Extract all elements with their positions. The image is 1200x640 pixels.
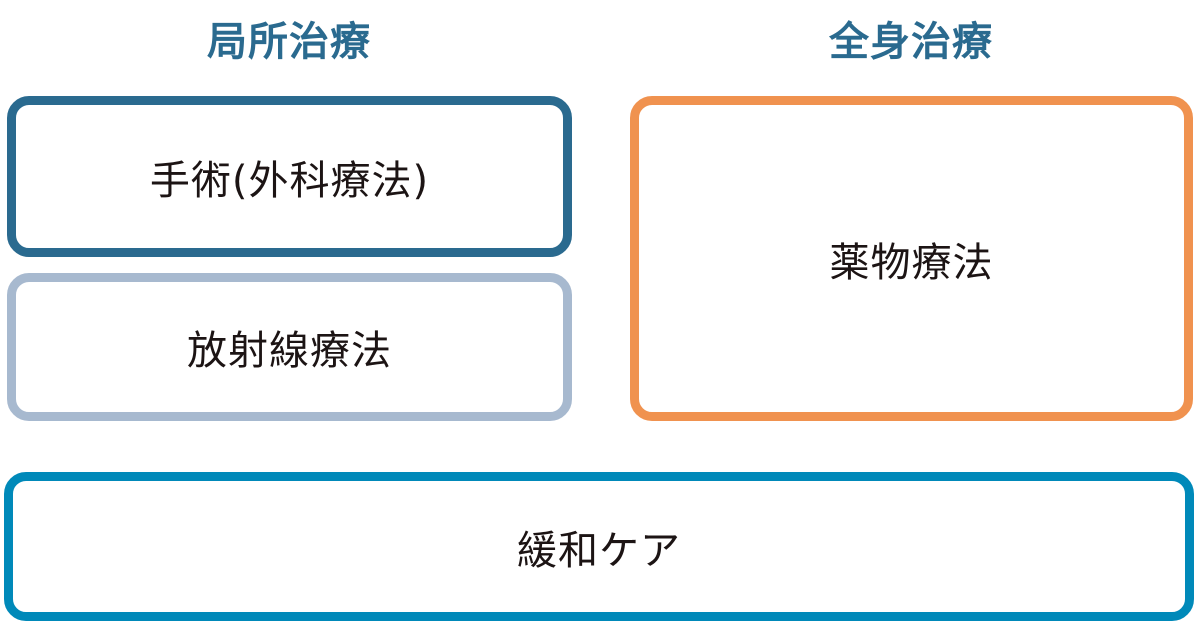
surgery-label: 手術(外科療法) [149, 157, 430, 204]
drug-therapy-label: 薬物療法 [829, 239, 994, 286]
drug-therapy-box: 薬物療法 [630, 96, 1193, 421]
radiation-therapy-label: 放射線療法 [187, 328, 392, 374]
local-treatment-heading: 局所治療 [207, 19, 371, 65]
palliative-care-label: 緩和ケア [517, 527, 681, 574]
palliative-care-box: 緩和ケア [4, 472, 1194, 621]
systemic-treatment-heading: 全身治療 [829, 19, 993, 65]
surgery-box: 手術(外科療法) [7, 96, 572, 257]
radiation-therapy-box: 放射線療法 [7, 273, 572, 421]
